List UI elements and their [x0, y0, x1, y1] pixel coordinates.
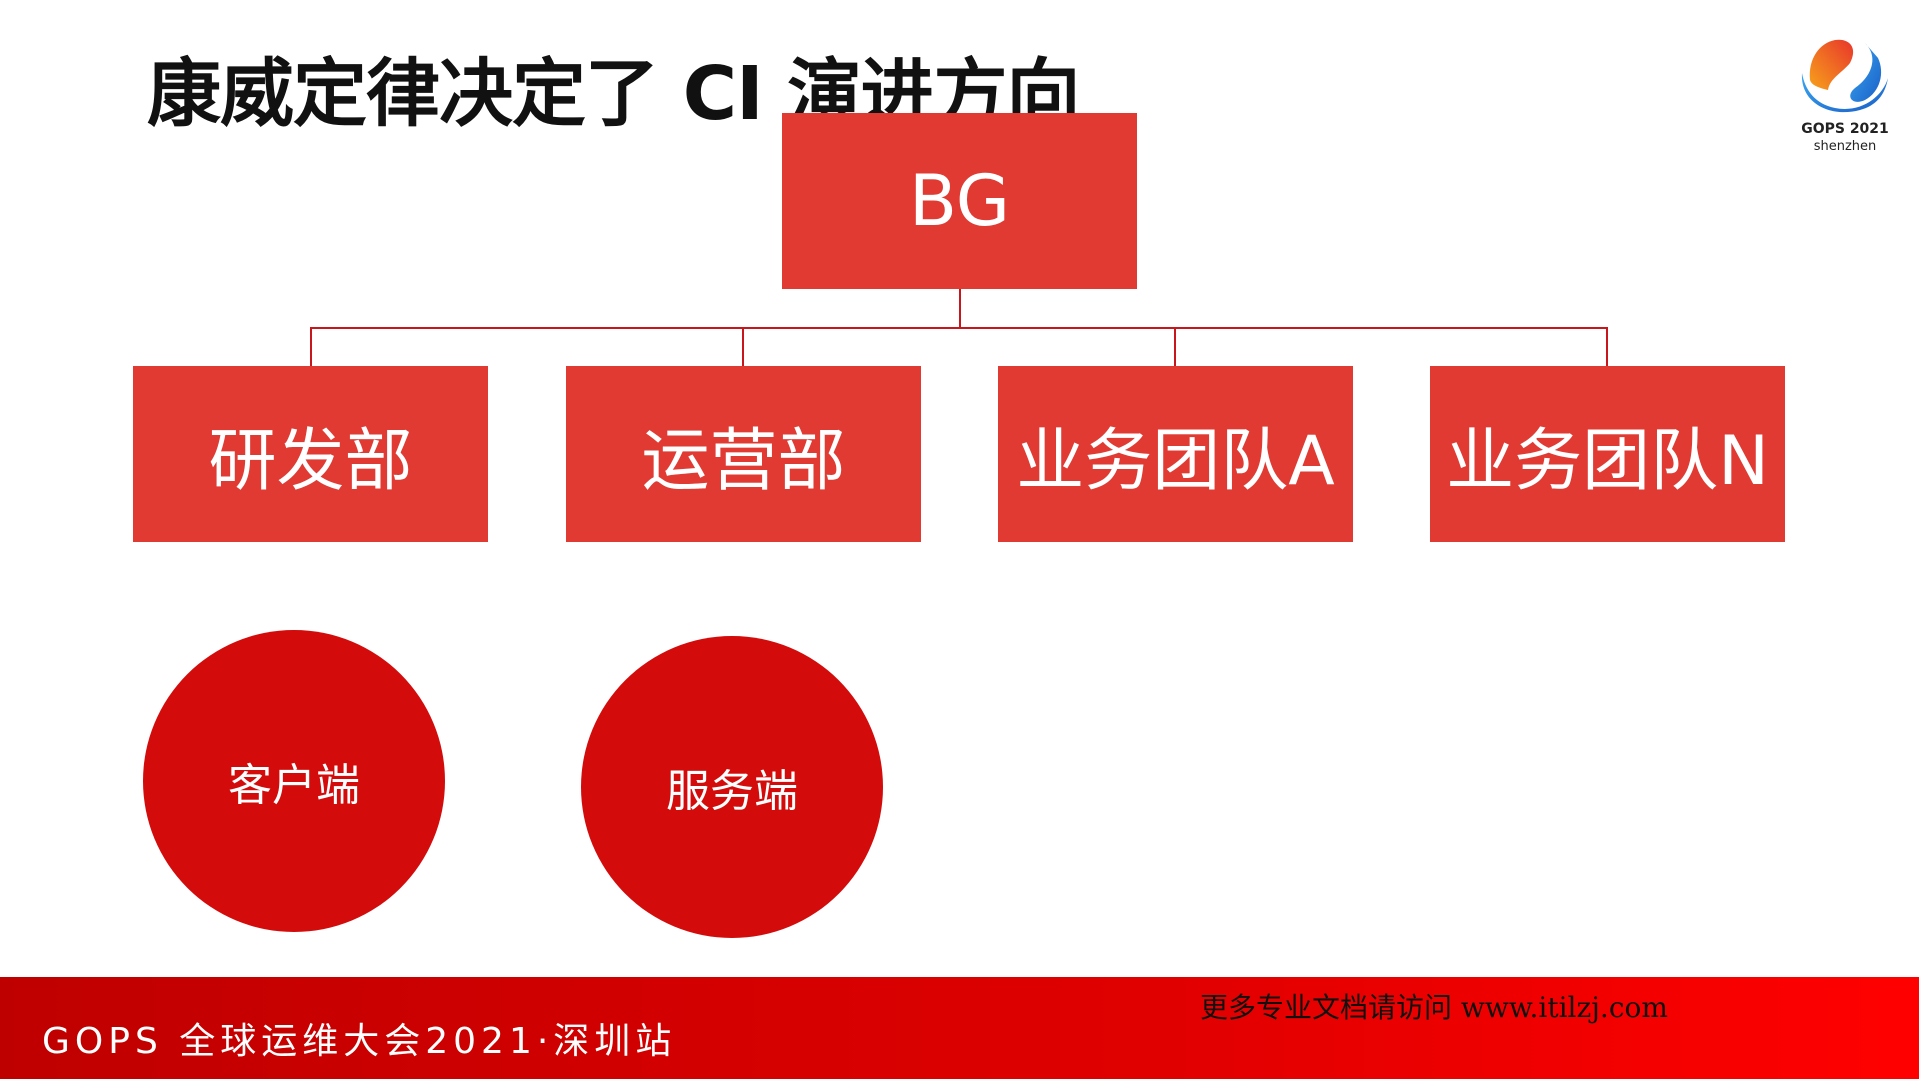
- client-circle: 客户端: [143, 630, 445, 932]
- logo-text-1: GOPS 2021: [1801, 121, 1889, 137]
- connector-drop: [1174, 327, 1176, 366]
- dept-box-ops: 运营部: [566, 366, 921, 542]
- gops-logo-icon: GOPS 2021 shenzhen: [1801, 39, 1889, 154]
- connector-drop: [310, 327, 312, 366]
- connector-horizontal: [310, 327, 1608, 329]
- logo-text-2: shenzhen: [1814, 139, 1877, 154]
- org-root-box: BG: [782, 113, 1137, 289]
- server-circle: 服务端: [581, 636, 883, 938]
- connector-vertical: [959, 289, 961, 328]
- connector-drop: [742, 327, 744, 366]
- dept-box-team-n: 业务团队N: [1430, 366, 1785, 542]
- footer-bar: [0, 977, 1919, 1079]
- dept-box-rd: 研发部: [133, 366, 488, 542]
- connector-drop: [1606, 327, 1608, 366]
- dept-box-team-a: 业务团队A: [998, 366, 1353, 542]
- gops-logo: GOPS 2021 shenzhen: [1790, 18, 1900, 158]
- footer-promo-link[interactable]: 更多专业文档请访问 www.itilzj.com: [1200, 991, 1668, 1024]
- footer-event-text: GOPS 全球运维大会2021·深圳站: [42, 1021, 677, 1062]
